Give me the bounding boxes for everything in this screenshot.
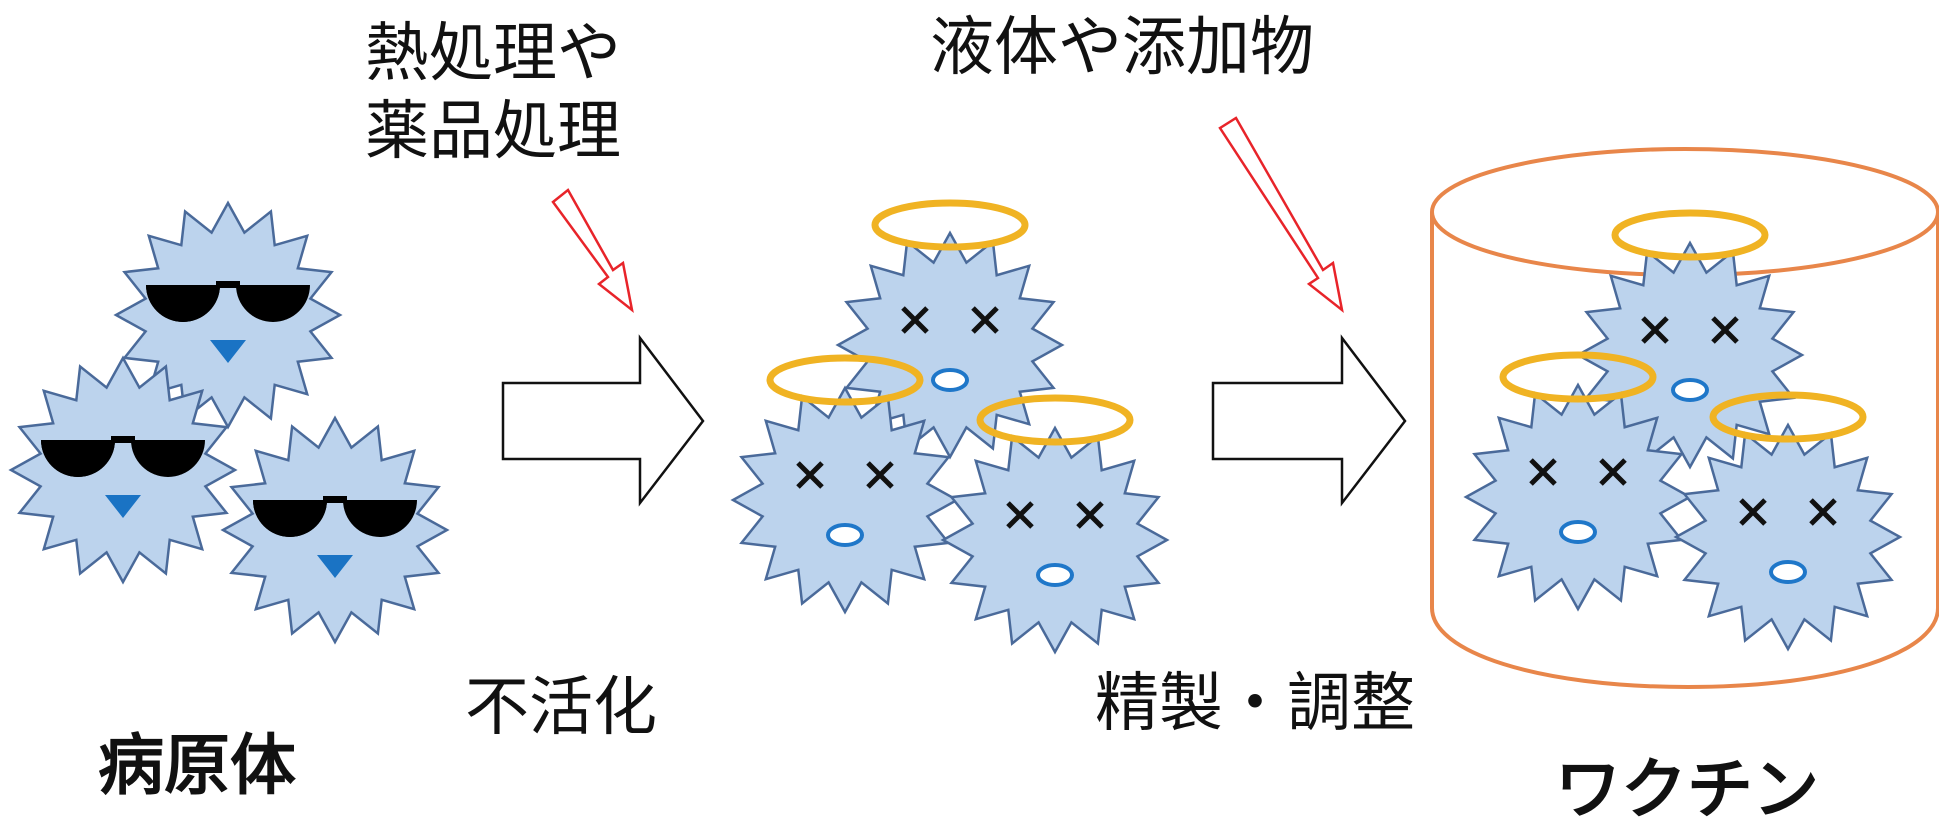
sunglasses-lens-right — [131, 440, 205, 477]
x-eye-icon — [1711, 316, 1739, 344]
mouth-icon — [1559, 520, 1597, 544]
sunglasses-lens-right — [343, 500, 417, 537]
label-purification: 精製・調整 — [1095, 667, 1415, 741]
x-eye-icon — [1599, 458, 1627, 486]
x-eye-icon — [1529, 458, 1557, 486]
germ-sunglasses-icon — [113, 200, 343, 430]
red-hollow-down-arrow-icon — [551, 188, 634, 314]
hollow-right-arrow-icon — [501, 334, 705, 507]
sunglasses-lens-left — [146, 285, 220, 322]
mouth-icon — [1036, 563, 1074, 587]
x-eye-icon — [796, 461, 824, 489]
x-eye-icon — [1006, 501, 1034, 529]
sunglasses-lens-right — [236, 285, 310, 322]
halo-icon — [976, 394, 1134, 446]
mouth-icon — [1769, 560, 1807, 584]
beak-icon — [210, 340, 246, 363]
label-vaccine: ワクチン — [1555, 751, 1819, 828]
red-hollow-down-arrow-icon — [1218, 116, 1344, 314]
label-inactivation: 不活化 — [465, 671, 657, 745]
x-eye-icon — [971, 306, 999, 334]
sunglasses-lens-left — [253, 500, 327, 537]
germ-dead-halo-icon — [1673, 391, 1903, 652]
halo-icon — [1709, 391, 1867, 443]
sunglasses-lens-left — [41, 440, 115, 477]
halo-icon — [1499, 351, 1657, 403]
x-eye-icon — [1809, 498, 1837, 526]
x-eye-icon — [1739, 498, 1767, 526]
germ-dead-halo-icon — [730, 354, 960, 615]
beak-icon — [317, 555, 353, 578]
germ-sunglasses-icon — [8, 355, 238, 585]
x-eye-icon — [866, 461, 894, 489]
label-pathogen: 病原体 — [98, 727, 296, 804]
germ-dead-halo-icon — [1575, 209, 1805, 470]
halo-icon — [766, 354, 924, 406]
x-eye-icon — [1641, 316, 1669, 344]
halo-icon — [1611, 209, 1769, 261]
hollow-right-arrow-icon — [1211, 334, 1407, 507]
mouth-icon — [1671, 378, 1709, 402]
label-liquid-additives: 液体や添加物 — [930, 11, 1314, 85]
label-heat-treatment: 熱処理や — [365, 17, 621, 91]
label-chemical-treatment: 薬品処理 — [365, 95, 621, 169]
x-eye-icon — [1076, 501, 1104, 529]
germ-dead-halo-icon — [1463, 351, 1693, 612]
x-eye-icon — [901, 306, 929, 334]
germ-sunglasses-icon — [220, 415, 450, 645]
mouth-icon — [826, 523, 864, 547]
beak-icon — [105, 495, 141, 518]
germ-dead-halo-icon — [940, 394, 1170, 655]
mouth-icon — [931, 368, 969, 392]
halo-icon — [871, 199, 1029, 251]
